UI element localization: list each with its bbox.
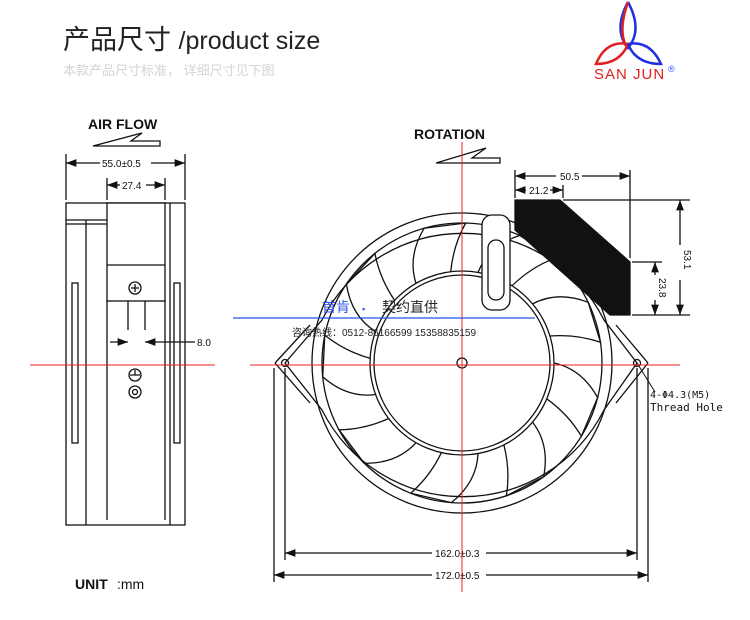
fan-blade: [337, 417, 417, 464]
dim-connector-offset: 21.2: [529, 186, 549, 197]
plus-terminal-icon: [128, 281, 142, 295]
unit-value: :mm: [117, 576, 144, 592]
sanjun-logo-icon: [594, 1, 663, 66]
fan-blade: [412, 222, 467, 284]
watermark-brand: 首肯: [322, 299, 350, 315]
dim-connector-width: 50.5: [560, 172, 580, 183]
hole-label: Thread Hole: [650, 401, 723, 414]
mount-hole-left: [280, 358, 290, 368]
dim-overall: 172.0±0.5: [435, 571, 480, 582]
fan-blade: [345, 252, 396, 333]
airflow-label: AIR FLOW: [88, 116, 158, 132]
fan-blade: [532, 296, 602, 344]
dim-hole-pitch: 162.0±0.3: [435, 549, 480, 560]
front-view: ROTATION 50.5 21.2 53.1 23.8 4-Φ4.3(M5) …: [273, 126, 723, 582]
side-view: AIR FLOW 55.0±0.5 27.4 8.0: [65, 116, 211, 526]
watermark-slogan: 契约直供: [382, 299, 438, 315]
fan-blade: [322, 333, 376, 396]
rotation-label: ROTATION: [414, 126, 485, 142]
title-en: /product size: [178, 27, 321, 55]
dim-connector-inner: 23.8: [656, 278, 667, 298]
watermark-hotline: 咨询热线：0512-86166599 15358835159: [292, 326, 476, 339]
logo-text: SAN JUN: [594, 66, 666, 83]
registered-mark: ®: [668, 64, 675, 74]
fan-blade: [409, 452, 479, 504]
dim-connector-height: 53.1: [681, 250, 692, 270]
airflow-arrow-icon: [92, 132, 161, 147]
dim-pin: 8.0: [197, 338, 211, 349]
dim-box: 27.4: [122, 181, 142, 192]
fan-blades: [322, 222, 602, 504]
watermark-dot: ▪: [362, 304, 365, 314]
rotation-arrow-icon: [435, 147, 501, 164]
subtitle: 本款产品尺寸标准， 详细尺寸见下图: [63, 63, 275, 78]
ground-icon: [128, 368, 142, 382]
dim-width: 55.0±0.5: [102, 159, 141, 170]
mount-hole-right: [632, 358, 642, 368]
hole-spec: 4-Φ4.3(M5): [650, 390, 710, 401]
title-cn: 产品尺寸: [63, 25, 171, 55]
unit-label: UNIT: [75, 576, 108, 592]
page-title: 产品尺寸 /product size: [63, 18, 320, 57]
fan-blade: [546, 362, 599, 438]
fan-blade: [503, 421, 546, 497]
